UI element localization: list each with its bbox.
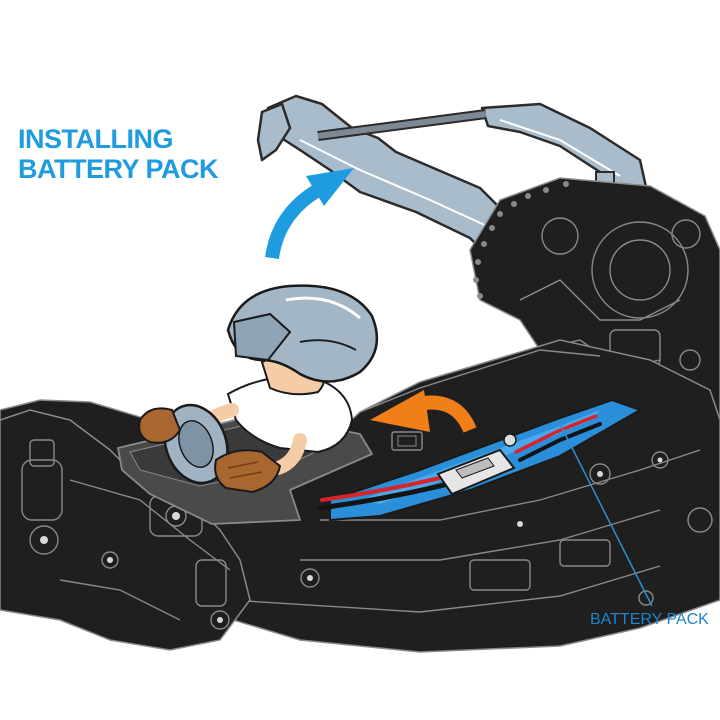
title-line-1: INSTALLING xyxy=(18,124,173,154)
body-mount-frame xyxy=(256,94,650,270)
steering-wheel xyxy=(163,403,229,485)
front-suspension xyxy=(0,409,251,651)
driver-figure xyxy=(138,284,379,494)
driver-helmet xyxy=(226,284,379,383)
battery-pack-label: BATTERY PACK xyxy=(590,611,709,628)
diagram-title: INSTALLING BATTERY PACK xyxy=(18,124,219,184)
battery-connector xyxy=(436,433,517,496)
curved-arrow-left-icon xyxy=(370,390,477,433)
battery-pack-leader-line xyxy=(559,423,653,607)
driver-gloves xyxy=(138,407,282,494)
curved-arrow-up-right-icon xyxy=(265,168,354,260)
battery-wires xyxy=(317,414,602,511)
title-line-2: BATTERY PACK xyxy=(18,154,219,184)
